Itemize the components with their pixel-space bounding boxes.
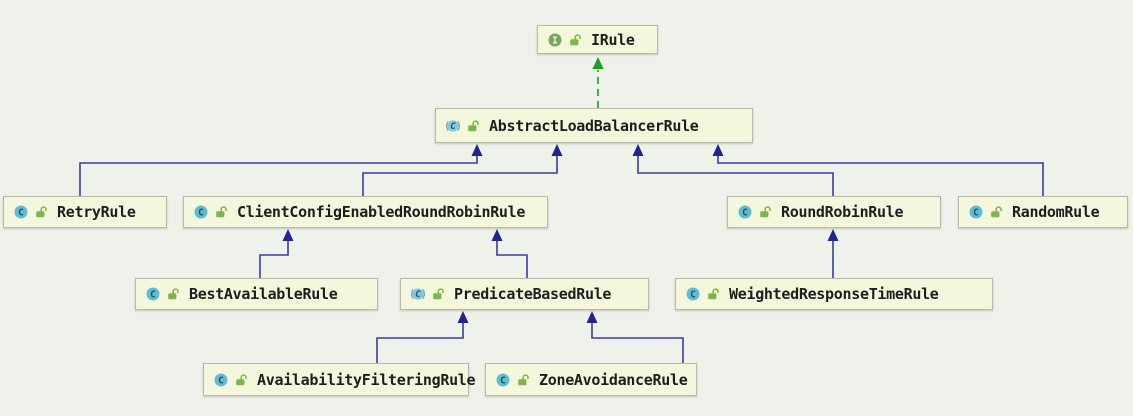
svg-text:C: C bbox=[500, 375, 506, 386]
unlocked-icon bbox=[234, 373, 248, 387]
class-node-irule[interactable]: I IRule bbox=[537, 25, 658, 54]
unlocked-icon bbox=[214, 205, 228, 219]
unlocked-icon bbox=[466, 119, 480, 133]
unlocked-icon bbox=[989, 205, 1003, 219]
class-node-weightedresponsetimerule[interactable]: C WeightedResponseTimeRule bbox=[675, 278, 993, 310]
class-name-label: BestAvailableRule bbox=[189, 285, 338, 303]
edge-extends-roundrobinrule-to-abstractloadbalancerrule bbox=[632, 144, 834, 196]
class-icon: C bbox=[968, 204, 984, 220]
class-name-label: AvailabilityFilteringRule bbox=[257, 370, 476, 389]
edge-extends-bestavailablerule-to-clientconfigenabledroundrobinrule bbox=[259, 229, 294, 278]
class-node-clientconfigenabledroundrobinrule[interactable]: C ClientConfigEnabledRoundRobinRule bbox=[183, 196, 548, 228]
unlocked-icon bbox=[568, 33, 582, 47]
unlocked-icon bbox=[706, 287, 720, 301]
class-name-label: RandomRule bbox=[1012, 203, 1100, 221]
svg-text:C: C bbox=[150, 289, 156, 300]
class-name-label: ClientConfigEnabledRoundRobinRule bbox=[237, 203, 526, 221]
class-node-roundrobinrule[interactable]: C RoundRobinRule bbox=[727, 196, 941, 228]
unlocked-icon bbox=[758, 205, 772, 219]
class-node-bestavailablerule[interactable]: C BestAvailableRule bbox=[135, 278, 378, 310]
edge-extends-retryrule-to-abstractloadbalancerrule bbox=[79, 144, 483, 196]
class-icon: C bbox=[145, 286, 161, 302]
unlocked-icon bbox=[34, 205, 48, 219]
svg-text:C: C bbox=[198, 207, 204, 218]
class-name-label: WeightedResponseTimeRule bbox=[729, 285, 939, 303]
edge-extends-availabilityfilteringrule-to-predicatebasedrule bbox=[376, 311, 469, 363]
unlocked-icon bbox=[516, 373, 530, 387]
class-node-randomrule[interactable]: C RandomRule bbox=[958, 196, 1128, 228]
class-name-label: IRule bbox=[591, 30, 635, 49]
svg-text:C: C bbox=[742, 207, 748, 218]
unlocked-icon bbox=[166, 287, 180, 301]
abstract-class-icon: C bbox=[445, 118, 461, 134]
class-name-label: AbstractLoadBalancerRule bbox=[489, 116, 699, 135]
edge-extends-zoneavoidancerule-to-predicatebasedrule bbox=[586, 311, 684, 363]
unlocked-icon bbox=[431, 287, 445, 301]
class-name-label: RetryRule bbox=[57, 203, 136, 221]
class-node-zoneavoidancerule[interactable]: C ZoneAvoidanceRule bbox=[485, 363, 697, 396]
svg-text:C: C bbox=[973, 207, 979, 218]
class-icon: C bbox=[685, 286, 701, 302]
class-node-predicatebasedrule[interactable]: C PredicateBasedRule bbox=[400, 278, 649, 310]
interface-icon: I bbox=[547, 32, 563, 48]
class-name-label: ZoneAvoidanceRule bbox=[539, 370, 688, 389]
class-icon: C bbox=[193, 204, 209, 220]
class-name-label: RoundRobinRule bbox=[781, 203, 904, 221]
edge-extends-weightedresponsetimerule-to-roundrobinrule bbox=[827, 229, 839, 278]
edge-implements-abstractloadbalancerrule-to-irule bbox=[592, 57, 604, 108]
class-node-abstractloadbalancerrule[interactable]: C AbstractLoadBalancerRule bbox=[435, 108, 753, 143]
class-icon: C bbox=[213, 372, 229, 388]
edge-extends-clientconfigenabledroundrobinrule-to-abstractloadbalancerrule bbox=[362, 144, 563, 196]
svg-text:C: C bbox=[415, 290, 421, 300]
class-node-retryrule[interactable]: C RetryRule bbox=[3, 196, 167, 228]
edge-extends-randomrule-to-abstractloadbalancerrule bbox=[712, 144, 1044, 196]
class-icon: C bbox=[737, 204, 753, 220]
svg-text:I: I bbox=[552, 35, 558, 46]
edge-extends-predicatebasedrule-to-clientconfigenabledroundrobinrule bbox=[491, 229, 528, 278]
svg-text:C: C bbox=[690, 289, 696, 300]
svg-text:C: C bbox=[450, 122, 456, 132]
abstract-class-icon: C bbox=[410, 286, 426, 302]
class-name-label: PredicateBasedRule bbox=[454, 285, 612, 303]
class-node-availabilityfilteringrule[interactable]: C AvailabilityFilteringRule bbox=[203, 363, 476, 396]
svg-text:C: C bbox=[218, 375, 224, 386]
class-icon: C bbox=[495, 372, 511, 388]
class-icon: C bbox=[13, 204, 29, 220]
svg-text:C: C bbox=[18, 207, 24, 218]
